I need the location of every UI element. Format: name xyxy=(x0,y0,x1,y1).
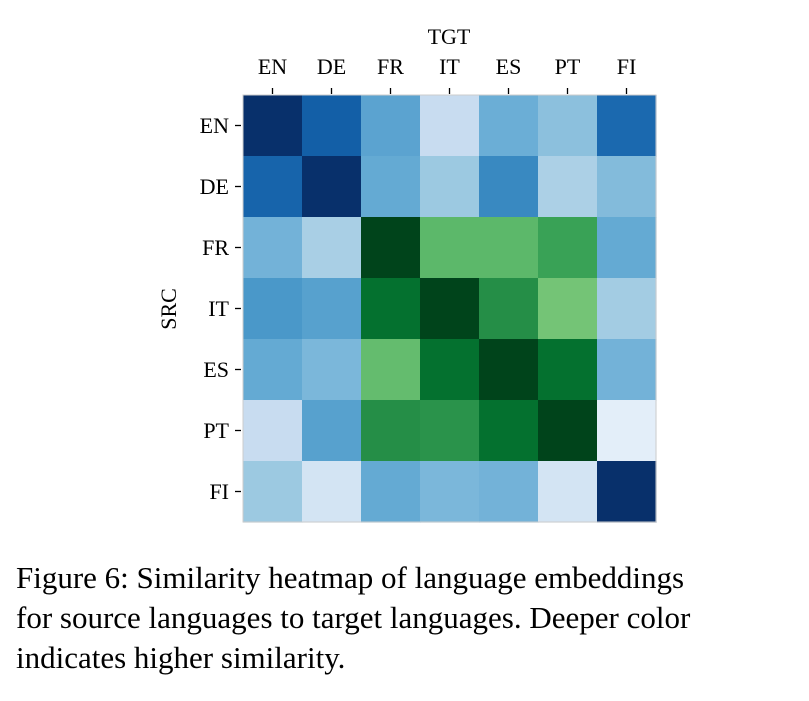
x-axis-title: TGT xyxy=(428,24,471,49)
heatmap-cell-fi-de xyxy=(302,461,362,523)
heatmap-cell-pt-fr xyxy=(361,400,421,462)
heatmap-chart: EN DE FR IT ES PT FI EN DE FR IT ES PT FI TGT SRC xyxy=(156,24,657,523)
y-axis-ticks: EN DE FR IT ES PT FI xyxy=(200,113,241,504)
heatmap-cell-en-de xyxy=(302,95,362,157)
heatmap-cell-fr-de xyxy=(302,217,362,279)
heatmap-cell-fi-pt xyxy=(538,461,598,523)
caption-line: for source languages to target languages… xyxy=(16,600,691,635)
x-tick-label-it: IT xyxy=(439,54,460,79)
heatmap-cell-fr-es xyxy=(479,217,539,279)
x-tick-label-en: EN xyxy=(258,54,287,79)
y-tick-label-fi: FI xyxy=(209,479,229,504)
figure-caption: Figure 6: Similarity heatmap of language… xyxy=(16,558,806,678)
heatmap-cell-fi-it xyxy=(420,461,480,523)
heatmap-cell-fr-pt xyxy=(538,217,598,279)
heatmap-cell-pt-de xyxy=(302,400,362,462)
heatmap-cell-it-fi xyxy=(597,278,657,340)
heatmap-cell-es-fr xyxy=(361,339,421,401)
heatmap-frame xyxy=(242,94,657,523)
heatmap-cell-it-fr xyxy=(361,278,421,340)
heatmap-cell-fi-fr xyxy=(361,461,421,523)
heatmap-cell-en-es xyxy=(479,95,539,157)
x-tick-label-de: DE xyxy=(317,54,346,79)
x-tick-label-fr: FR xyxy=(377,54,404,79)
heatmap-cell-es-de xyxy=(302,339,362,401)
heatmap-cell-de-it xyxy=(420,156,480,218)
y-tick-label-pt: PT xyxy=(203,418,229,443)
y-tick-label-es: ES xyxy=(203,357,229,382)
heatmap-cell-pt-it xyxy=(420,400,480,462)
heatmap-cell-en-fi xyxy=(597,95,657,157)
heatmap-cell-de-de xyxy=(302,156,362,218)
heatmap-cell-en-en xyxy=(243,95,303,157)
heatmap-cell-de-en xyxy=(243,156,303,218)
heatmap-cell-de-es xyxy=(479,156,539,218)
y-tick-label-it: IT xyxy=(208,296,229,321)
heatmap-cell-en-pt xyxy=(538,95,598,157)
heatmap-cells xyxy=(243,95,657,523)
heatmap-cell-es-fi xyxy=(597,339,657,401)
heatmap-cell-it-it xyxy=(420,278,480,340)
heatmap-cell-de-fi xyxy=(597,156,657,218)
heatmap-cell-it-de xyxy=(302,278,362,340)
heatmap-cell-pt-en xyxy=(243,400,303,462)
heatmap-cell-de-pt xyxy=(538,156,598,218)
y-tick-label-en: EN xyxy=(200,113,229,138)
x-tick-label-pt: PT xyxy=(555,54,581,79)
heatmap-cell-en-fr xyxy=(361,95,421,157)
y-axis-title: SRC xyxy=(156,288,181,330)
heatmap-cell-fr-it xyxy=(420,217,480,279)
heatmap-cell-es-pt xyxy=(538,339,598,401)
x-axis-ticks: EN DE FR IT ES PT FI xyxy=(258,54,636,94)
heatmap-cell-pt-fi xyxy=(597,400,657,462)
heatmap-cell-it-es xyxy=(479,278,539,340)
heatmap-cell-es-es xyxy=(479,339,539,401)
heatmap-cell-es-en xyxy=(243,339,303,401)
heatmap-cell-fr-fr xyxy=(361,217,421,279)
caption-line: indicates higher similarity. xyxy=(16,640,346,675)
caption-line: Figure 6: Similarity heatmap of language… xyxy=(16,560,685,595)
heatmap-cell-es-it xyxy=(420,339,480,401)
heatmap-cell-pt-pt xyxy=(538,400,598,462)
heatmap-cell-fi-es xyxy=(479,461,539,523)
x-tick-label-fi: FI xyxy=(617,54,637,79)
x-tick-label-es: ES xyxy=(496,54,522,79)
heatmap-cell-en-it xyxy=(420,95,480,157)
y-tick-label-de: DE xyxy=(200,174,229,199)
heatmap-cell-it-en xyxy=(243,278,303,340)
heatmap-cell-fr-en xyxy=(243,217,303,279)
heatmap-cell-fi-fi xyxy=(597,461,657,523)
heatmap-cell-fr-fi xyxy=(597,217,657,279)
y-tick-label-fr: FR xyxy=(202,235,229,260)
heatmap-cell-pt-es xyxy=(479,400,539,462)
heatmap-cell-de-fr xyxy=(361,156,421,218)
heatmap-cell-it-pt xyxy=(538,278,598,340)
heatmap-cell-fi-en xyxy=(243,461,303,523)
